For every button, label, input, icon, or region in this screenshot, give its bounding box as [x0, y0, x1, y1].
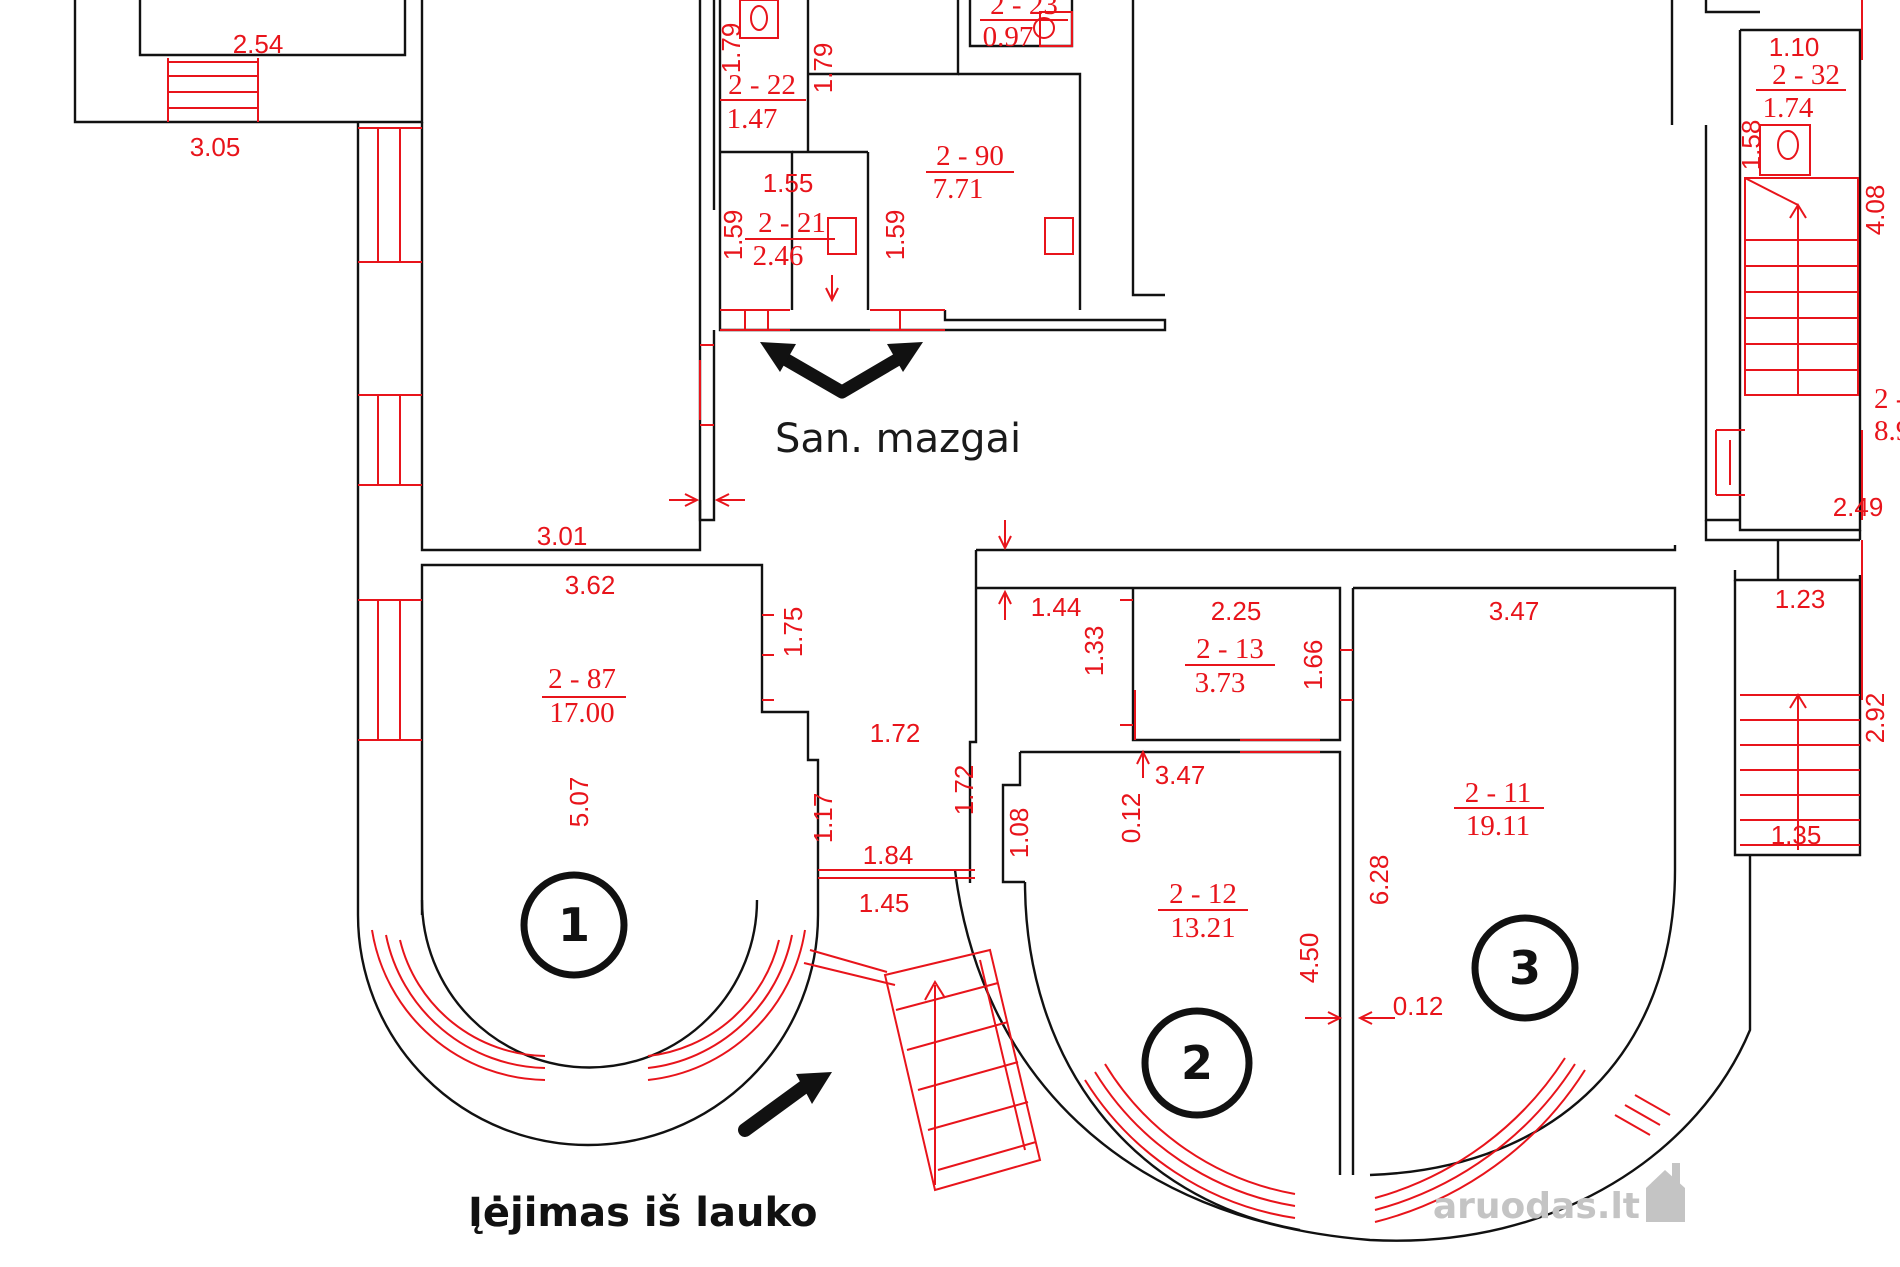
toilet-bowl-icon [750, 5, 768, 31]
dimension: 1.08 [1004, 808, 1034, 859]
room-code: 2 - 23 [990, 0, 1058, 21]
room-code: 2 - 13 [1196, 633, 1264, 665]
dimension: 1.33 [1079, 626, 1109, 677]
dimension: 1.55 [763, 168, 814, 198]
dimension: 1.59 [718, 210, 748, 261]
dimension: 1.66 [1298, 640, 1328, 691]
room-code: 2 - 87 [548, 663, 616, 695]
stair-arrow-icon [1789, 693, 1807, 850]
dimension: 1.72 [949, 765, 979, 816]
dimension: 1.79 [808, 43, 838, 94]
dimension: 2.54 [233, 29, 284, 59]
dimension: 1.72 [870, 718, 921, 748]
dimension: 1.35 [1771, 820, 1822, 850]
dimension: 3.47 [1489, 596, 1540, 626]
room-area: 7.71 [933, 173, 984, 205]
dimension: 0.12 [1116, 793, 1146, 844]
room-code: 2 - [1874, 383, 1900, 415]
windows-and-doors [167, 0, 1863, 1223]
sink-icon [1039, 11, 1073, 47]
dimension: 1.75 [778, 607, 808, 658]
room-area: 0.97 [983, 21, 1034, 53]
dimension: 3.05 [190, 132, 241, 162]
dimension: 1.79 [716, 23, 746, 74]
room-area: 1.74 [1763, 92, 1814, 124]
room-code: 2 - 11 [1465, 777, 1532, 809]
arrow-pointer-icon [738, 1072, 832, 1137]
dimension: 3.01 [537, 521, 588, 551]
dimension: 0.12 [1393, 991, 1444, 1021]
room-code: 2 - 90 [936, 140, 1004, 172]
restrooms-label: San. mazgai [775, 416, 1021, 462]
dimension: 1.58 [1736, 120, 1766, 171]
dimension: 1.84 [863, 840, 914, 870]
room-code: 2 - 12 [1169, 878, 1237, 910]
room-area: 19.11 [1466, 810, 1530, 842]
sink-icon [827, 217, 857, 255]
dimension: 1.23 [1775, 584, 1826, 614]
toilet-icon [1033, 17, 1055, 39]
toilet-bowl-icon [1777, 130, 1799, 160]
dimension: 6.28 [1364, 855, 1394, 906]
entrance-label: Įėjimas iš lauko [468, 1190, 817, 1236]
room-code: 2 - 21 [758, 207, 826, 239]
toilet-icon [739, 0, 779, 39]
unit-number: 2 [1181, 1036, 1213, 1090]
dimension: 4.08 [1860, 185, 1890, 236]
room-labels: 2 - 87 17.00 2 - 90 7.71 2 - 21 2.46 2 -… [542, 0, 1900, 944]
dimension: 1.45 [859, 888, 910, 918]
room-area: 8.9 [1874, 415, 1900, 447]
unit-marker-1: 1 [520, 871, 628, 979]
room-area: 3.73 [1195, 667, 1246, 699]
unit-number: 1 [558, 898, 590, 952]
room-area: 13.21 [1170, 912, 1235, 944]
dimension: 1.44 [1031, 592, 1082, 622]
watermark-text: aruodas.lt [1433, 1186, 1640, 1227]
dimension: 1.59 [880, 210, 910, 261]
dimension: 3.47 [1155, 760, 1206, 790]
room-code: 2 - 32 [1772, 59, 1840, 91]
room-area: 17.00 [549, 697, 614, 729]
watermark: aruodas.lt [1433, 1163, 1685, 1227]
dimension-markers [669, 275, 1395, 1025]
unit-markers: 1 2 3 [520, 871, 1579, 1119]
dimension: 4.50 [1294, 933, 1324, 984]
dimension: 2.92 [1860, 693, 1890, 744]
unit-marker-2: 2 [1141, 1007, 1253, 1119]
sink-icon [1044, 217, 1074, 255]
room-area: 1.47 [727, 103, 778, 135]
dimension: 3.62 [565, 570, 616, 600]
annotations: San. mazgai Įėjimas iš lauko [468, 342, 1021, 1236]
dimension: 1.17 [808, 793, 838, 844]
dimension: 2.25 [1211, 596, 1262, 626]
arrow-pointer-icon [760, 342, 923, 399]
toilet-icon [1759, 124, 1811, 176]
room-code: 2 - 22 [728, 69, 796, 101]
room-area: 2.46 [753, 240, 804, 272]
dimension: 2.49 [1833, 492, 1884, 522]
dimension-labels: 2.54 3.05 1.79 1.79 1.55 1.59 1.59 1.10 … [190, 23, 1890, 1021]
house-logo-icon [1646, 1163, 1685, 1222]
unit-number: 3 [1509, 941, 1541, 995]
stair-arrow-icon [1789, 203, 1807, 219]
dimension: 1.10 [1769, 32, 1820, 62]
dimension: 5.07 [564, 777, 594, 828]
unit-marker-3: 3 [1471, 914, 1579, 1022]
